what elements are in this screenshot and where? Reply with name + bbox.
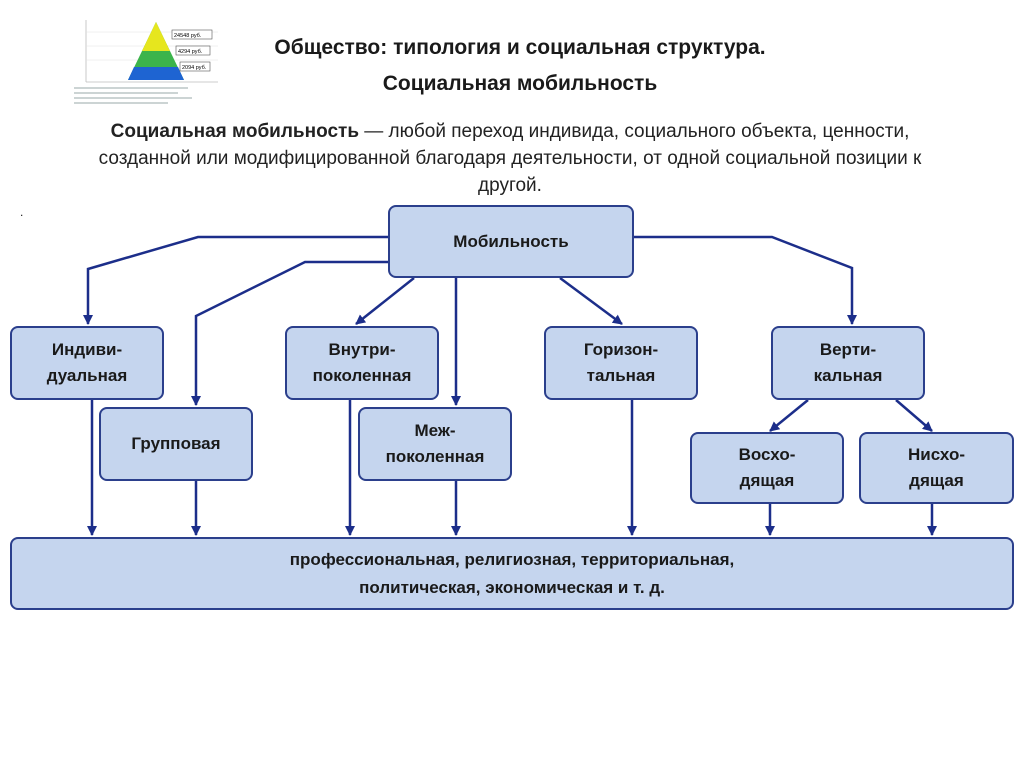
node-intragenerational: Внутри- поколенная [285, 326, 439, 400]
node-individual: Индиви- дуальная [10, 326, 164, 400]
thumb-label-3: 2094 руб. [182, 65, 207, 71]
page-subtitle: Социальная мобильность [382, 72, 658, 95]
arrow-to-vertical [634, 235, 857, 325]
arrow-to-down [895, 399, 933, 432]
thumb-label-1: 24548 руб. [174, 33, 202, 39]
arrow-to-up [769, 399, 809, 432]
arrow-to-intra [355, 277, 415, 325]
node-horizontal: Горизон- тальная [544, 326, 698, 400]
page-title: Общество: типология и социальная структу… [274, 36, 766, 59]
thumb-label-2: 4294 руб. [178, 49, 203, 55]
node-intergenerational: Меж- поколенная [358, 407, 512, 481]
pyramid-thumbnail: 24548 руб. 4294 руб. 2094 руб. [68, 14, 224, 106]
node-spheres: профессиональная, религиозная, территори… [10, 537, 1014, 610]
arrow-to-horizontal [559, 276, 623, 326]
node-downward: Нисхо- дящая [859, 432, 1014, 504]
arrow-to-group [191, 260, 388, 406]
definition-text: — любой переход индивида, социального об… [98, 121, 922, 196]
node-upward: Восхо- дящая [690, 432, 844, 504]
definition-term: Социальная мобильность [110, 121, 359, 142]
definition: Социальная мобильность — любой переход и… [70, 118, 950, 199]
bullet-marker: . [20, 205, 24, 219]
node-group: Групповая [99, 407, 253, 481]
node-mobility: Мобильность [388, 205, 634, 278]
node-vertical: Верти- кальная [771, 326, 925, 400]
arrow-to-individual [83, 235, 388, 325]
